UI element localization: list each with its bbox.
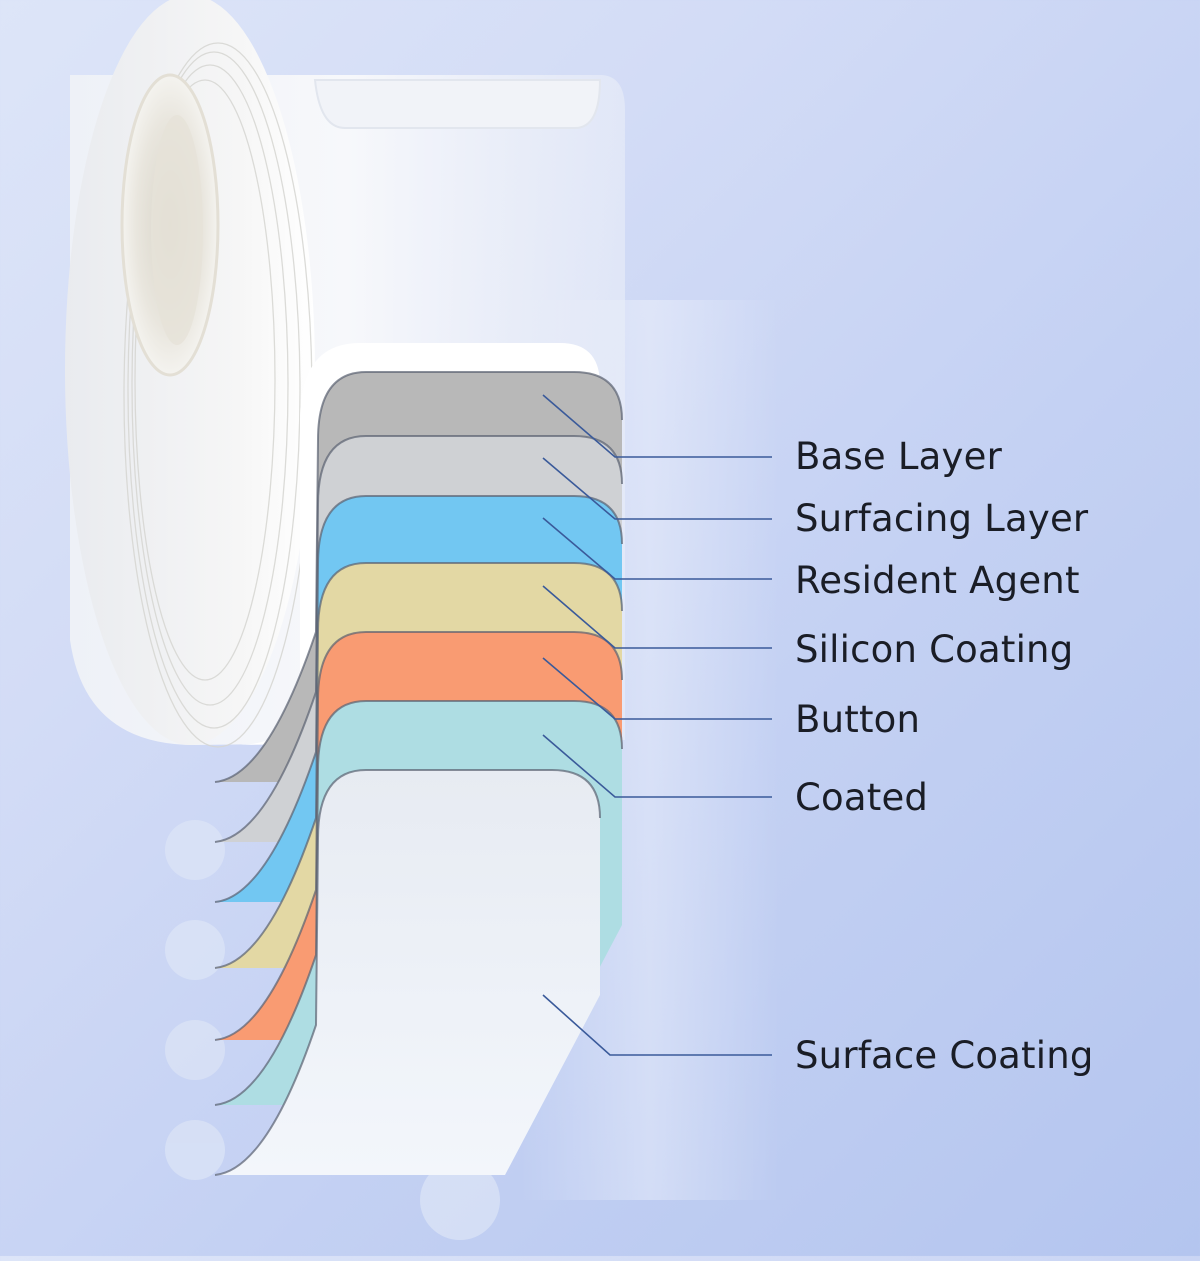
surface-coating-edge <box>214 769 601 1176</box>
resident-agent-label: Resident Agent <box>795 559 1080 602</box>
leader-lines <box>542 394 772 1056</box>
base-layer-leader-line <box>542 394 772 458</box>
resident-agent-edge <box>214 495 623 903</box>
base-layer-label: Base Layer <box>795 435 1003 478</box>
resident-agent-leader-line <box>542 517 772 580</box>
surfacing-layer-leader-line <box>542 457 772 520</box>
button-edge <box>214 631 623 1041</box>
surface-coating-shape <box>215 770 600 1175</box>
silicon-coating-label: Silicon Coating <box>795 628 1074 671</box>
coated-label: Coated <box>795 776 929 819</box>
surface-coating-label: Surface Coating <box>795 1034 1094 1077</box>
silicon-coating-leader-line <box>542 585 772 649</box>
surface-coating-leader-line <box>542 994 772 1056</box>
button-label: Button <box>795 698 921 741</box>
surfacing-layer-label: Surfacing Layer <box>795 497 1089 540</box>
surfacing-layer-edge <box>214 435 623 843</box>
button-leader-line <box>542 657 772 720</box>
layer-stack <box>214 371 623 1176</box>
coated-leader-line <box>542 734 772 798</box>
base-layer-edge <box>214 371 623 783</box>
